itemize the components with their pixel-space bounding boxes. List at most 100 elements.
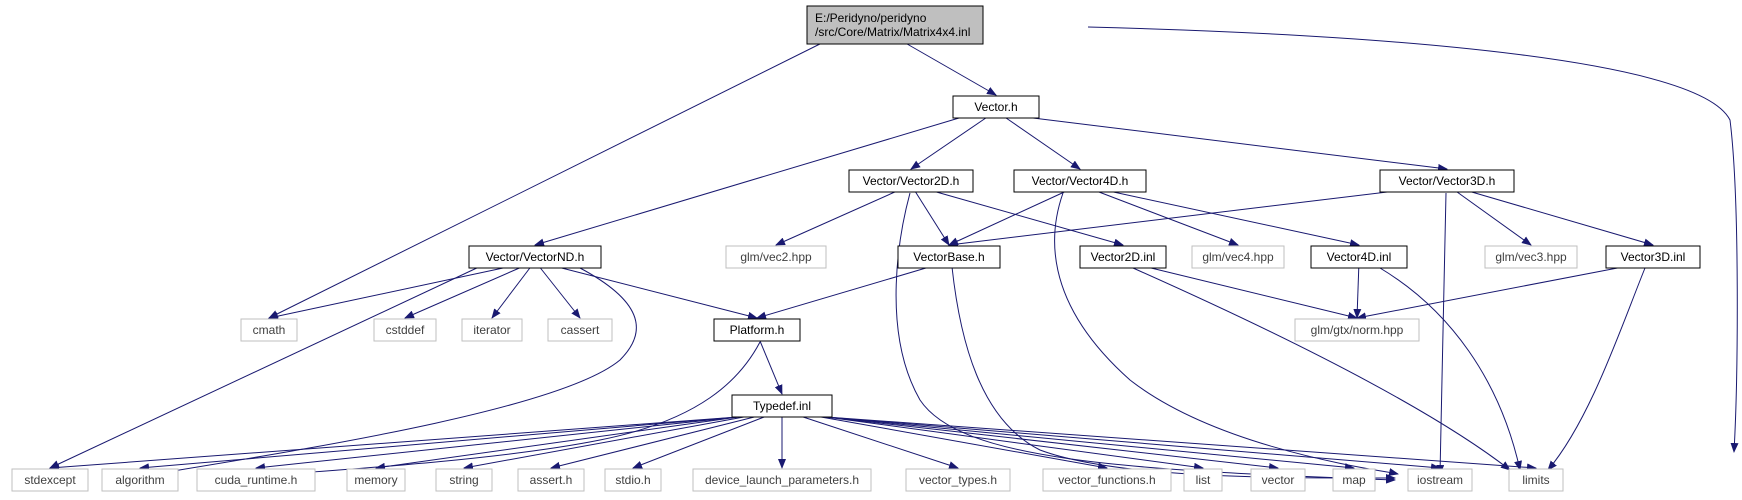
edge-vectornd_h-to-platform_h	[561, 267, 758, 320]
node-label: cuda_runtime.h	[215, 473, 298, 487]
edge-typedef_inl-to-map	[825, 416, 1355, 472]
node-vectorbase_h[interactable]: VectorBase.h	[897, 245, 1001, 269]
node-label: glm/vec3.hpp	[1495, 250, 1567, 264]
node-box	[435, 468, 493, 492]
node-typedef_inl[interactable]: Typedef.inl	[731, 394, 833, 418]
node-vectornd_h[interactable]: Vector/VectorND.h	[468, 245, 602, 269]
node-box	[547, 318, 613, 342]
node-label: cstddef	[386, 323, 425, 337]
node-box	[11, 468, 89, 492]
node-label: map	[1342, 473, 1366, 487]
node-box	[373, 318, 437, 342]
node-box	[713, 318, 801, 342]
edge-vectornd_h-to-cmath	[268, 267, 504, 321]
node-label: assert.h	[530, 473, 573, 487]
node-stdio_h: stdio.h	[604, 468, 662, 492]
node-label: limits	[1522, 473, 1549, 487]
node-label: Vector.h	[974, 100, 1017, 114]
node-label: Platform.h	[730, 323, 785, 337]
node-label: glm/gtx/norm.hpp	[1311, 323, 1404, 337]
node-box	[1250, 468, 1306, 492]
edge-vector3d_h-to-iostream	[1436, 192, 1447, 475]
node-label: Vector/Vector2D.h	[863, 174, 960, 188]
edge-vector3d_h-to-vector3d_inl	[1471, 191, 1654, 247]
node-glm_vec4: glm/vec4.hpp	[1191, 245, 1285, 269]
node-label: Vector/Vector4D.h	[1032, 174, 1129, 188]
node-box	[848, 169, 974, 193]
node-vector2d_h[interactable]: Vector/Vector2D.h	[848, 169, 974, 193]
node-box	[604, 468, 662, 492]
node-box	[101, 468, 179, 492]
node-glm_norm: glm/gtx/norm.hpp	[1294, 318, 1420, 342]
node-platform_h[interactable]: Platform.h	[713, 318, 801, 342]
edge-vectornd_h-to-cstddef	[404, 267, 520, 319]
node-label: glm/vec4.hpp	[1202, 250, 1274, 264]
node-label: cmath	[253, 323, 286, 337]
node-label: memory	[354, 473, 397, 487]
node-box	[468, 245, 602, 269]
edge-vectornd_h-to-cassert	[540, 267, 581, 319]
node-stdexcept: stdexcept	[11, 468, 89, 492]
node-root[interactable]: E:/Peridyno/peridyno/src/Core/Matrix/Mat…	[806, 5, 984, 45]
edge-vector3d_inl-to-glm_norm	[1356, 267, 1618, 321]
node-box	[517, 468, 585, 492]
edges-layer	[49, 26, 1739, 484]
node-box	[1079, 245, 1167, 269]
edge-vector2d_h-to-vectorbase_h	[915, 191, 950, 246]
edge-vectornd_h-to-stdexcept	[49, 267, 478, 469]
node-box	[725, 245, 827, 269]
node-glm_vec3: glm/vec3.hpp	[1484, 245, 1578, 269]
edge-typedef_inl-to-stdio_h	[632, 416, 765, 469]
node-cuda_runtime: cuda_runtime.h	[196, 468, 316, 492]
node-cstddef: cstddef	[373, 318, 437, 342]
node-vector_functions: vector_functions.h	[1042, 468, 1172, 492]
node-label: string	[449, 473, 478, 487]
node-box	[806, 5, 984, 45]
node-box	[346, 468, 406, 492]
edge-vector3d_inl-to-limits	[1547, 267, 1646, 471]
edge-vectornd_h-to-algorithm	[142, 267, 637, 479]
edge-vector4d_h-to-vectorbase_h	[948, 191, 1065, 246]
node-vector2d_inl[interactable]: Vector2D.inl	[1079, 245, 1167, 269]
node-box	[461, 318, 523, 342]
node-label: iterator	[473, 323, 510, 337]
node-list: list	[1183, 468, 1223, 492]
node-vector: vector	[1250, 468, 1306, 492]
edge-vector_h-to-vector4d_h	[1005, 117, 1081, 170]
node-box	[731, 394, 833, 418]
edge-vector2d_h-to-vector2d_inl	[936, 191, 1124, 247]
node-vector_h[interactable]: Vector.h	[952, 95, 1040, 119]
edge-vector_h-to-vectornd_h	[534, 117, 960, 247]
node-box	[1183, 468, 1223, 492]
node-algorithm: algorithm	[101, 468, 179, 492]
node-label: Typedef.inl	[753, 399, 811, 413]
node-label: E:/Peridyno/peridyno	[815, 11, 927, 25]
edge-root-to-cmath	[268, 43, 821, 319]
edge-typedef_inl-to-cuda_runtime	[255, 416, 739, 472]
edge-typedef_inl-to-stdexcept	[49, 416, 739, 472]
node-vector4d_h[interactable]: Vector/Vector4D.h	[1013, 169, 1147, 193]
node-label: Vector/VectorND.h	[486, 250, 585, 264]
edge-vector3d_h-to-glm_vec3	[1456, 191, 1532, 246]
edge-vectornd_h-to-iterator	[491, 267, 531, 319]
edge-vector_h-to-vector2d_h	[910, 117, 987, 170]
edge-vector4d_inl-to-glm_norm	[1353, 267, 1362, 319]
node-vector4d_inl[interactable]: Vector4D.inl	[1310, 245, 1408, 269]
node-memory: memory	[346, 468, 406, 492]
node-box	[1310, 245, 1408, 269]
node-label: glm/vec2.hpp	[740, 250, 812, 264]
node-box	[1484, 245, 1578, 269]
node-label: vector	[1262, 473, 1295, 487]
node-vector3d_inl[interactable]: Vector3D.inl	[1605, 245, 1701, 269]
node-box	[692, 468, 872, 492]
node-label: vector_functions.h	[1058, 473, 1155, 487]
nodes-layer: E:/Peridyno/peridyno/src/Core/Matrix/Mat…	[11, 5, 1701, 492]
node-label: Vector/Vector3D.h	[1399, 174, 1496, 188]
edge-typedef_inl-to-vector	[825, 416, 1279, 471]
node-box	[1332, 468, 1376, 492]
node-vector_types: vector_types.h	[905, 468, 1011, 492]
node-label: Vector2D.inl	[1091, 250, 1156, 264]
node-limits: limits	[1508, 468, 1564, 492]
node-vector3d_h[interactable]: Vector/Vector3D.h	[1379, 169, 1515, 193]
edge-vector4d_inl-to-limits	[1379, 267, 1522, 471]
